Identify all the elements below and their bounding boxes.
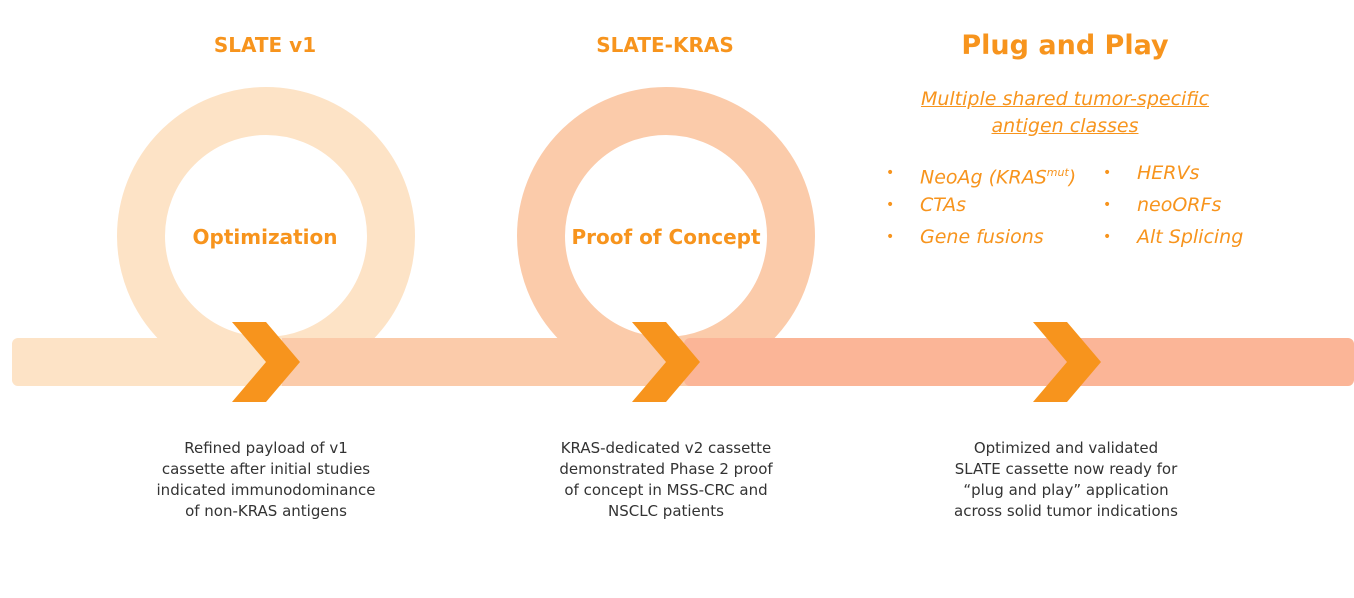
stage-caption-slate-kras: KRAS-dedicated v2 cassette demonstrated … xyxy=(541,438,791,522)
stage-caption-plug-and-play: Optimized and validated SLATE cassette n… xyxy=(931,438,1201,522)
stage-title-slate-v1: SLATE v1 xyxy=(213,33,317,57)
antigen-item: •NeoAg (KRASmut) xyxy=(886,160,1076,192)
caption-line: of concept in MSS-CRC and xyxy=(564,481,768,499)
timeline-band-2 xyxy=(282,338,702,386)
antigen-item: •Gene fusions xyxy=(886,226,1044,248)
antigen-item: •Alt Splicing xyxy=(1103,226,1244,248)
antigen-item: •CTAs xyxy=(886,194,967,216)
caption-line: demonstrated Phase 2 proof xyxy=(559,460,773,478)
chevron-icon-2 xyxy=(632,322,700,402)
subtitle-line: antigen classes xyxy=(991,115,1139,137)
bullet-icon: • xyxy=(886,197,895,213)
bullet-icon: • xyxy=(886,165,895,181)
antigen-list-left: •NeoAg (KRASmut) •CTAs •Gene fusions xyxy=(886,160,1076,256)
antigen-item: •neoORFs xyxy=(1103,194,1222,216)
caption-line: across solid tumor indications xyxy=(954,502,1178,520)
loop-label-optimization: Optimization xyxy=(192,225,338,249)
caption-line: cassette after initial studies xyxy=(161,460,371,478)
bullet-icon: • xyxy=(1103,197,1112,213)
bullet-icon: • xyxy=(886,229,895,245)
stage-title-slate-kras: SLATE-KRAS xyxy=(596,33,734,57)
timeline-band-1 xyxy=(12,338,302,386)
loop-label-proof-of-concept: Proof of Concept xyxy=(571,225,761,249)
caption-line: SLATE cassette now ready for xyxy=(954,460,1178,478)
caption-line: Optimized and validated xyxy=(973,439,1159,457)
caption-line: Refined payload of v1 xyxy=(184,439,348,457)
bullet-icon: • xyxy=(1103,165,1112,181)
antigen-item: •HERVs xyxy=(1103,162,1200,184)
timeline-band-3 xyxy=(684,338,1354,386)
caption-line: indicated immunodominance xyxy=(156,481,376,499)
antigen-list-right: •HERVs •neoORFs •Alt Splicing xyxy=(1103,160,1243,256)
caption-line: “plug and play” application xyxy=(963,481,1169,499)
chevron-icon-3 xyxy=(1033,322,1101,402)
bullet-icon: • xyxy=(1103,229,1112,245)
stage-caption-slate-v1: Refined payload of v1 cassette after ini… xyxy=(141,438,391,522)
stage-title-plug-and-play: Plug and Play xyxy=(961,30,1169,61)
subtitle-line: Multiple shared tumor-specific xyxy=(920,88,1210,110)
caption-line: KRAS-dedicated v2 cassette xyxy=(560,439,772,457)
caption-line: of non-KRAS antigens xyxy=(185,502,347,520)
chevron-icon-1 xyxy=(232,322,300,402)
antigen-classes-subtitle: Multiple shared tumor-specific antigen c… xyxy=(880,86,1250,140)
caption-line: NSCLC patients xyxy=(607,502,724,520)
